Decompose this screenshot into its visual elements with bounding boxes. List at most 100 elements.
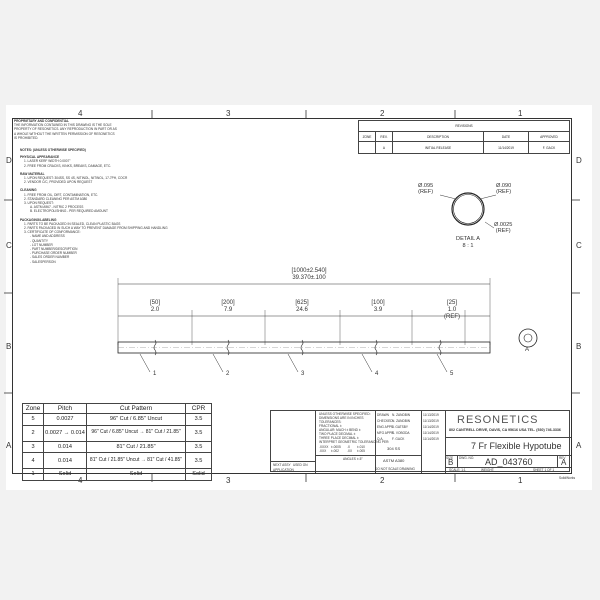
tb-name: N. ZANDBIN [392, 419, 411, 423]
tb-date: 11/14/2019 [423, 425, 439, 429]
zone-row: 2 0.0027 → 0.014 96" Cut / 6.85" Uncut →… [22, 424, 212, 442]
notes-item: - NAME AND ADDRESS [30, 234, 65, 239]
notes-item: - QUANTITY [30, 238, 49, 243]
detail-id-label: Ø.090 (REF) [496, 183, 511, 196]
notes-item: 2. PARTS PACKAGED IN SUCH A WAY TO PREVE… [24, 226, 168, 231]
tb-dwg-label: DWG. NO. [459, 456, 475, 460]
tb-divider [445, 437, 571, 438]
overall-dim-primary: [1000±2.540] [291, 268, 327, 274]
segment-dim-4: [100] 3.9 [366, 300, 390, 314]
segment-dim-mm: [25] [446, 300, 457, 306]
end-view-inner-circle [523, 333, 533, 343]
tb-divider [445, 467, 571, 468]
pitch-cell: 0.014 [43, 452, 87, 470]
notes-section-title: PHYSICAL APPEARANCE [20, 155, 60, 160]
notes-item: 1. LASER KERF WIDTH 0.0007" [24, 159, 71, 164]
zone-cell: 5 [22, 413, 44, 426]
notes-header: NOTES: (UNLESS OTHERWISE SPECIFIED) [20, 148, 86, 152]
detail-a-outer-circle [451, 192, 485, 226]
tb-date: 11/14/2019 [423, 431, 439, 435]
balloon-4: 4 [375, 371, 379, 377]
zone-row: 3 0.014 81" Cut / 21.85" 3.5 [22, 440, 212, 454]
revisions-table: REVISIONS ZONE REV. DESCRIPTION DATE APP… [358, 120, 570, 154]
detail-id-ref: (REF) [496, 189, 512, 196]
zone-top-2: 2 [380, 109, 385, 118]
tb-weight: WEIGHT: [481, 468, 495, 472]
balloon-3: 3 [301, 371, 305, 377]
tb-divider [315, 455, 421, 456]
pitch-cell: 0.0027 → 0.014 [43, 424, 87, 442]
tb-size: B [448, 458, 454, 467]
balloon-leaders [139, 353, 448, 373]
zone-cell: 3 [22, 440, 44, 454]
zone-left-c: C [6, 241, 12, 250]
segment-dim-2: [200] 7.9 [216, 300, 240, 314]
detail-kerf-label: Ø.0025 (REF) [494, 222, 512, 235]
segment-dim-5: [25] 1.0 (REF) [440, 300, 464, 321]
tb-rev: A [561, 458, 567, 467]
filename: SolidWorks [559, 476, 576, 480]
zone-pitch-table: Zone Pitch Cut Pattern CPR 5 0.0027 96" … [22, 403, 212, 481]
tb-divider [421, 411, 422, 473]
tb-spec: FRACTIONAL ± [319, 424, 342, 428]
segment-dim-mm: [200] [221, 300, 235, 306]
notes-block: NOTES: (UNLESS OTHERWISE SPECIFIED) PHYS… [20, 148, 168, 264]
tb-sheet: SHEET 1 OF 1 [533, 468, 555, 472]
cpr-cell: 3.5 [185, 452, 212, 470]
tb-spec: INTERPRET GEOMETRIC TOLERANCING PER: [319, 440, 390, 444]
rev-row: A INITIAL RELEASE 11/14/2019 F. GACK [358, 141, 570, 154]
tb-divider [271, 461, 315, 462]
segment-dim-ref: (REF) [444, 314, 460, 320]
pitch-cell: Solid [43, 468, 87, 481]
notes-item: - PURCHASE ORDER NUMBER [30, 251, 77, 256]
cpr-cell: 3.5 [185, 413, 212, 426]
cut-pattern-header: Cut Pattern [86, 403, 186, 414]
tb-company: RESONETICS [457, 414, 539, 426]
leader-line [479, 194, 497, 200]
zone-top-1: 1 [518, 109, 523, 118]
zone-row: 4 0.014 81" Cut / 21.85" Uncut → 81" Cut… [22, 452, 212, 470]
leader-line [439, 194, 457, 200]
segment-dim-in: 2.0 [150, 307, 160, 313]
balloon-1: 1 [153, 371, 157, 377]
cpr-cell: 3.5 [185, 424, 212, 442]
tb-tol: ±.002 [331, 449, 339, 453]
zone-bottom-3: 3 [226, 476, 231, 485]
tb-used-on: USED ON [293, 463, 308, 467]
tb-name: J. GATSBY [392, 425, 409, 429]
notes-item: - LOT NUMBER [30, 242, 53, 247]
proprietary-line: IS PROHIBITED. [14, 135, 39, 140]
segment-dim-in: 1.0 [447, 307, 457, 313]
tb-tol: ±.010 [357, 445, 365, 449]
zone-top-3: 3 [226, 109, 231, 118]
cut-pattern-cell: Solid [86, 468, 186, 481]
detail-od-label: Ø.095 (REF) [418, 183, 433, 196]
notes-section-title: PACKAGING/LABELING [20, 217, 57, 222]
tb-role: CHECKED [377, 419, 393, 423]
zone-right-b: B [576, 342, 582, 351]
cut-pattern-cell: 96" Cut / 6.85" Uncut → 81" Cut / 21.85" [86, 424, 186, 442]
zone-right-d: D [576, 156, 582, 165]
pitch-cell: 0.014 [43, 440, 87, 454]
notes-item: - PART NUMBER/DESCRIPTION [30, 247, 78, 252]
notes-section-title: RAW MATERIAL [20, 171, 45, 176]
tb-tol: ±.5° [357, 457, 363, 461]
notes-item: A. ASTM A967 - NITRIC 2 PROCESS [30, 205, 84, 210]
pitch-header: Pitch [43, 403, 87, 414]
tb-size-label: SIZE [446, 456, 454, 460]
segment-dim-3: [625] 24.6 [290, 300, 314, 314]
notes-section-title: CLEANING [20, 188, 37, 193]
tb-do-not-scale: DO NOT SCALE DRAWING [375, 467, 415, 471]
tb-tol: ±.0005 [331, 445, 341, 449]
zone-top-4: 4 [78, 109, 83, 118]
tb-divider [445, 411, 446, 473]
zone-row: 5 0.0027 96" Cut / 6.85" Uncut 3.5 [22, 413, 212, 426]
segment-dim-mm: [625] [295, 300, 309, 306]
tb-name: N. ZANDBIN [392, 413, 411, 417]
tb-divider [557, 455, 558, 467]
notes-item: B. ELECTROPOLISHING - PER REQUIRED AMOUN… [30, 209, 108, 214]
cpr-cell: Solid [185, 468, 212, 481]
tb-name: F. GACK [392, 437, 405, 441]
segment-dim-mm: [50] [149, 300, 160, 306]
